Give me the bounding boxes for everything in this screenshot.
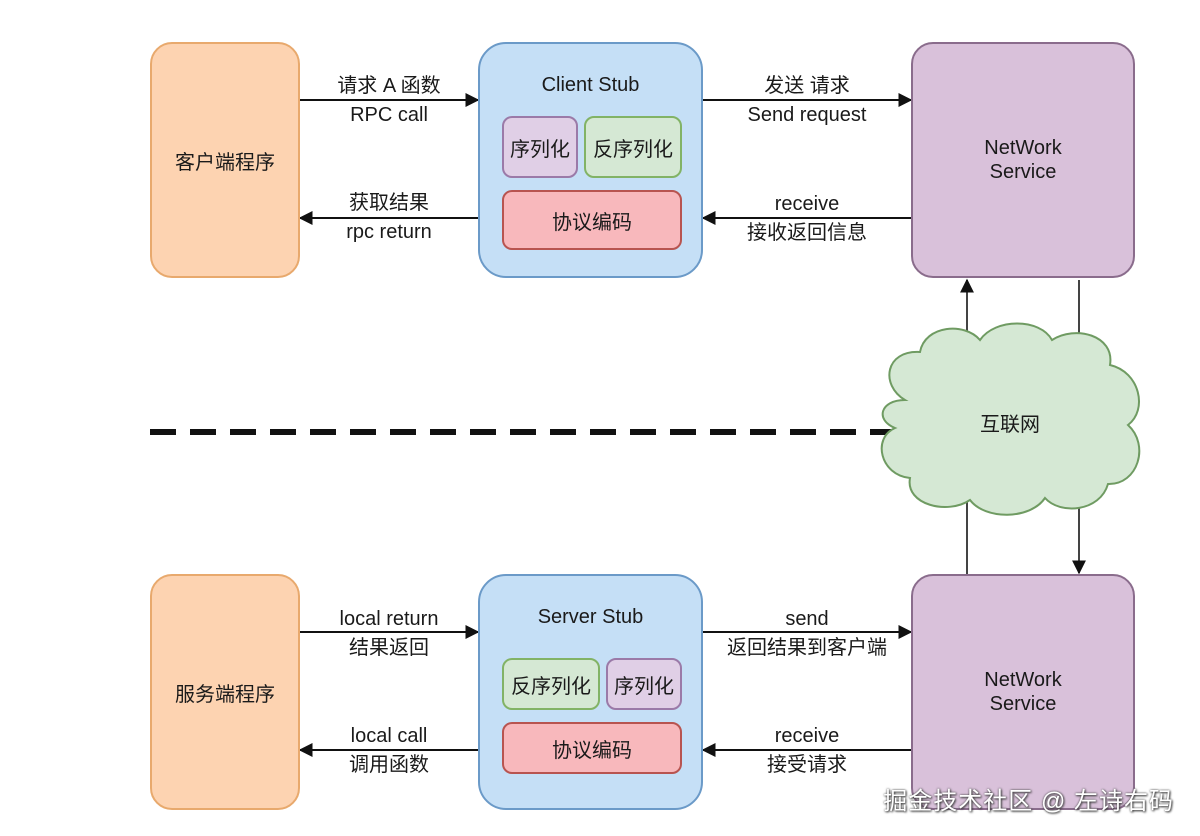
client-network-label-line1: NetWork — [984, 137, 1062, 159]
client-stub-title: Client Stub — [541, 74, 640, 96]
rpc-call-label-en: RPC call — [350, 104, 428, 126]
receive-server-label-en: receive — [774, 725, 840, 747]
local-return-label-cn: 结果返回 — [349, 637, 429, 659]
send-request-label-en: Send request — [747, 104, 867, 126]
local-call-label: local call 调用函数 — [300, 722, 478, 780]
internet-label: 互联网 — [980, 414, 1040, 436]
client-network-service-box: NetWork Service — [911, 42, 1135, 278]
client-deserialize-chip: 反序列化 — [584, 116, 682, 178]
rpc-call-label: 请求 A 函数 RPC call — [300, 72, 478, 130]
server-stub-title: Server Stub — [537, 606, 644, 628]
receive-client-label-cn: 接收返回信息 — [747, 222, 867, 244]
rpc-call-label-cn: 请求 A 函数 — [337, 75, 441, 97]
server-network-label-line2: Service — [989, 693, 1057, 715]
server-program-box: 服务端程序 — [150, 574, 300, 810]
send-server-label: send 返回结果到客户端 — [703, 605, 911, 663]
local-return-label-en: local return — [339, 608, 439, 630]
rpc-return-label-en: rpc return — [346, 221, 432, 243]
server-protocol-chip: 协议编码 — [502, 722, 682, 774]
send-request-label-cn: 发送 请求 — [764, 75, 850, 97]
client-network-label-line2: Service — [989, 161, 1057, 183]
local-return-label: local return 结果返回 — [300, 605, 478, 663]
send-server-label-cn: 返回结果到客户端 — [727, 637, 887, 659]
server-program-label: 服务端程序 — [175, 683, 275, 706]
rpc-return-label-cn: 获取结果 — [349, 192, 429, 214]
client-program-box: 客户端程序 — [150, 42, 300, 278]
local-call-label-en: local call — [350, 725, 428, 747]
receive-server-label-cn: 接受请求 — [767, 754, 847, 776]
send-server-label-en: send — [785, 608, 829, 630]
client-protocol-chip: 协议编码 — [502, 190, 682, 250]
rpc-return-label: 获取结果 rpc return — [300, 189, 478, 247]
send-request-label: 发送 请求 Send request — [703, 72, 911, 130]
receive-client-label: receive 接收返回信息 — [703, 190, 911, 248]
server-network-service-box: NetWork Service — [911, 574, 1135, 810]
watermark: 掘金技术社区 @ 左诗右码 — [883, 788, 1174, 815]
receive-client-label-en: receive — [774, 193, 840, 215]
receive-server-label: receive 接受请求 — [703, 722, 911, 780]
server-stub-box: Server Stub 反序列化 序列化 协议编码 — [478, 574, 703, 810]
client-program-label: 客户端程序 — [175, 151, 275, 174]
server-deserialize-chip: 反序列化 — [502, 658, 600, 710]
internet-cloud — [880, 322, 1141, 516]
server-serialize-chip: 序列化 — [606, 658, 682, 710]
client-stub-box: Client Stub 序列化 反序列化 协议编码 — [478, 42, 703, 278]
client-serialize-chip: 序列化 — [502, 116, 578, 178]
local-call-label-cn: 调用函数 — [349, 754, 429, 776]
server-network-label-line1: NetWork — [984, 669, 1062, 691]
